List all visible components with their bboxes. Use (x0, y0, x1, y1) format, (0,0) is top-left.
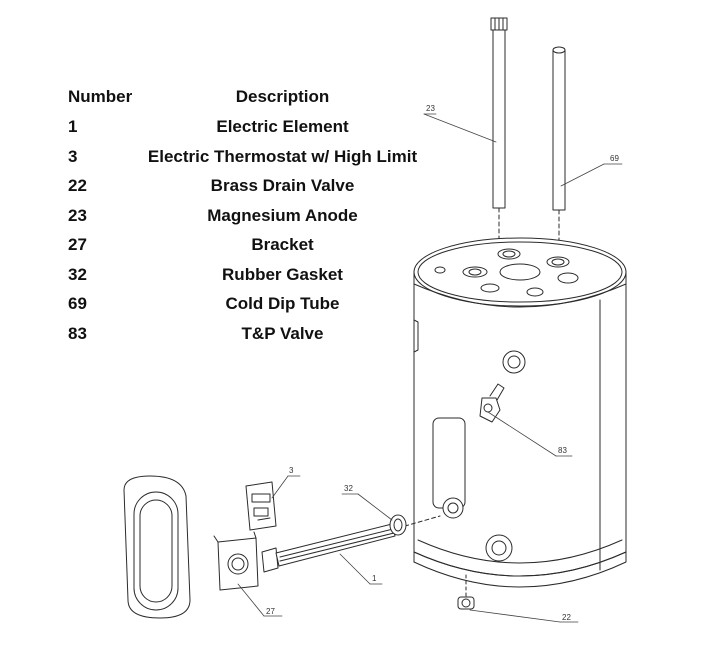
legend-header-number: Number (68, 87, 133, 106)
magnesium-anode (490, 17, 508, 249)
brass-drain-valve (457, 574, 475, 610)
legend-row-description: Rubber Gasket (222, 265, 343, 284)
rubber-gasket (389, 514, 407, 536)
legend-row-number: 27 (68, 235, 87, 254)
legend-row-description: Brass Drain Valve (210, 176, 355, 195)
legend-row-description: Electric Element (216, 117, 349, 136)
legend-row-number: 1 (68, 117, 78, 136)
bracket (213, 531, 259, 591)
legend-row-description: Cold Dip Tube (225, 294, 340, 313)
legend-row-description: Magnesium Anode (207, 206, 358, 225)
callout-leaders (237, 113, 623, 623)
electric-element (261, 515, 441, 573)
legend-header-description: Description (235, 87, 330, 106)
callout-27: 27 (266, 607, 275, 616)
callout-1: 1 (372, 574, 377, 583)
callout-69: 69 (610, 154, 619, 163)
callout-83: 83 (558, 446, 567, 455)
legend-row-number: 69 (68, 294, 87, 313)
legend-row-number: 3 (68, 147, 78, 166)
legend-row-description: Electric Thermostat w/ High Limit (147, 147, 418, 166)
legend-row-number: 22 (68, 176, 87, 195)
access-cover (123, 475, 191, 619)
legend-row-number: 83 (68, 324, 87, 343)
legend-row-description: T&P Valve (241, 324, 324, 343)
cold-dip-tube (552, 46, 566, 259)
legend-row-number: 23 (68, 206, 87, 225)
legend-row-description: Bracket (251, 235, 314, 254)
callout-32: 32 (344, 484, 353, 493)
water-heater-tank (413, 237, 627, 588)
legend-row-number: 32 (68, 265, 87, 284)
callout-3: 3 (289, 466, 294, 475)
callout-22: 22 (562, 613, 571, 622)
callout-23: 23 (426, 104, 435, 113)
tp-valve (479, 383, 505, 423)
electric-thermostat (245, 481, 277, 531)
